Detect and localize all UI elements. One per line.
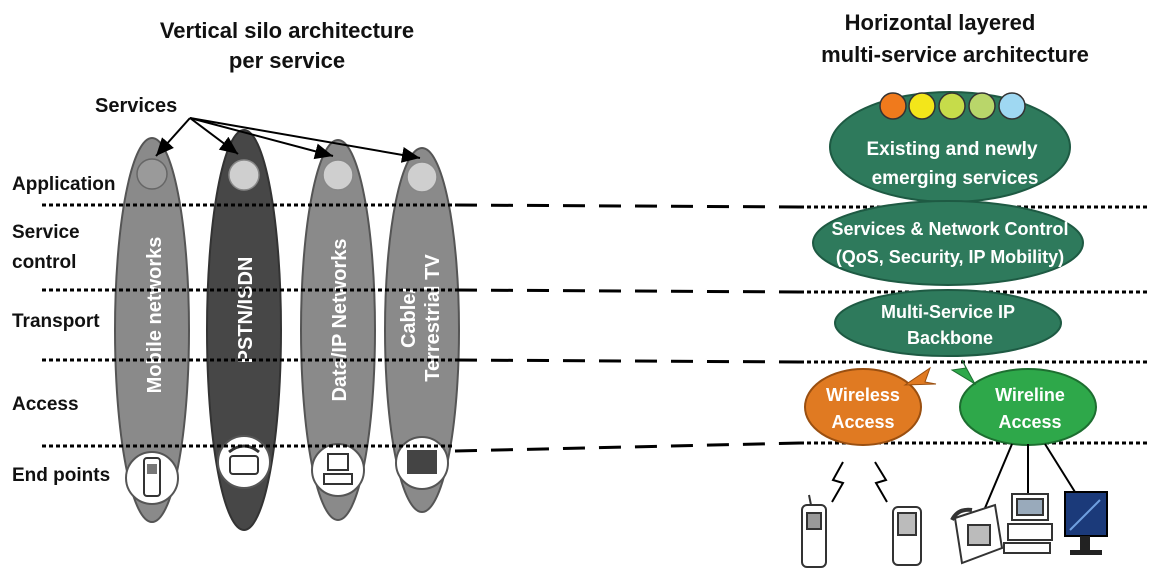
service-dot-yellow bbox=[908, 92, 936, 120]
layer-label-application: Application bbox=[12, 174, 115, 195]
desktop-pc-icon bbox=[1003, 493, 1053, 554]
service-dot-blue bbox=[998, 92, 1026, 120]
network-control-line2: (QoS, Security, IP Mobility) bbox=[836, 247, 1064, 267]
desk-phone-icon bbox=[950, 503, 1004, 565]
wireless-signal-2 bbox=[874, 461, 888, 503]
existing-services-layer: Existing and newly emerging services bbox=[829, 91, 1071, 203]
layer-label-access: Access bbox=[12, 394, 79, 415]
silo-label-cable-line2: Terrestrial TV bbox=[422, 254, 444, 382]
telephone-icon bbox=[217, 435, 271, 489]
silo-cable-terrestrial-tv: Cable/ Terrestrial TV bbox=[384, 147, 460, 513]
ip-backbone-layer: Multi-Service IP Backbone bbox=[834, 289, 1062, 357]
ip-backbone-line2: Backbone bbox=[907, 328, 993, 348]
pda-icon bbox=[892, 506, 922, 566]
service-dot-green bbox=[968, 92, 996, 120]
service-dot-orange bbox=[879, 92, 907, 120]
flat-screen-tv-icon bbox=[1064, 491, 1108, 555]
wireless-signal-1 bbox=[831, 461, 845, 503]
silo-label-cable-line1: Cable/ bbox=[398, 288, 420, 348]
left-title-line1: Vertical silo architecture bbox=[160, 18, 414, 43]
layer-label-end-points: End points bbox=[12, 465, 110, 486]
mobile-phone-icon bbox=[125, 451, 179, 505]
silo-data-ip-networks: Data/IP Networks bbox=[300, 139, 376, 521]
wireless-access-line1: Wireless bbox=[826, 385, 900, 405]
right-title-line2: multi-service architecture bbox=[821, 42, 1089, 67]
existing-services-line1: Existing and newly bbox=[866, 139, 1037, 160]
left-title-line2: per service bbox=[229, 48, 345, 73]
layer-label-service: Service bbox=[12, 222, 80, 243]
wireline-access: Wireline Access bbox=[959, 368, 1097, 446]
network-control-layer: Services & Network Control (QoS, Securit… bbox=[812, 200, 1084, 286]
wireline-uplink-arrow bbox=[950, 359, 977, 386]
services-arrows bbox=[155, 117, 421, 163]
wireline-access-line1: Wireline bbox=[995, 385, 1065, 405]
silo-label-mobile: Mobile networks bbox=[144, 237, 166, 394]
right-title-line1: Horizontal layered bbox=[845, 10, 1036, 35]
mobile-phone-icon bbox=[801, 494, 827, 568]
wireless-access: Wireless Access bbox=[804, 368, 922, 446]
wireless-access-line2: Access bbox=[831, 412, 894, 432]
network-control-line1: Services & Network Control bbox=[831, 219, 1068, 239]
service-dot-lime bbox=[938, 92, 966, 120]
silo-label-data-ip: Data/IP Networks bbox=[329, 238, 351, 401]
layer-label-control: control bbox=[12, 252, 76, 273]
wireless-uplink-arrow bbox=[903, 366, 937, 386]
silo-pstn-isdn: PSTN/ISDN bbox=[206, 129, 282, 531]
wireline-connectors bbox=[984, 443, 1081, 509]
silo-mobile-networks: Mobile networks bbox=[114, 137, 190, 523]
wireline-access-line2: Access bbox=[998, 412, 1061, 432]
services-label: Services bbox=[95, 95, 177, 117]
layer-label-transport: Transport bbox=[12, 311, 100, 332]
silo-label-pstn: PSTN/ISDN bbox=[235, 257, 257, 364]
existing-services-line2: emerging services bbox=[872, 168, 1039, 189]
ip-backbone-line1: Multi-Service IP bbox=[881, 302, 1015, 322]
